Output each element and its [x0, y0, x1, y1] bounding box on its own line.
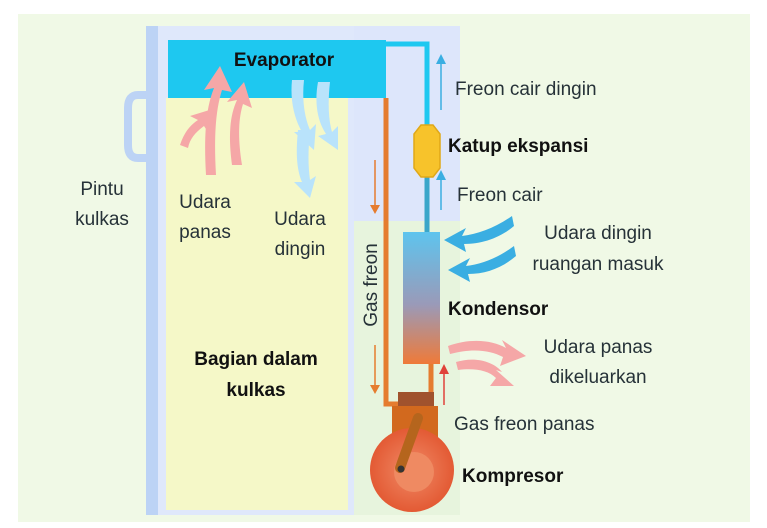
- label-udara-dingin-ruangan-2: ruangan masuk: [533, 254, 664, 275]
- warm-arrow-2: [227, 82, 252, 165]
- warm-arrow-1: [204, 66, 232, 175]
- label-udara-dingin-1: Udara: [274, 209, 326, 230]
- compressor-cap: [398, 392, 434, 406]
- label-gas-freon: Gas freon: [361, 243, 382, 326]
- hot-air-out-arrows: [448, 340, 526, 386]
- gas-flow-arrowhead-bottom: [370, 385, 380, 394]
- fridge-door: [146, 26, 158, 515]
- label-udara-panas-1: Udara: [179, 192, 231, 213]
- label-katup-ekspansi: Katup ekspansi: [448, 136, 588, 157]
- evaporator-box: [168, 40, 386, 98]
- label-udara-panas-keluar-2: dikeluarkan: [549, 367, 646, 388]
- hot-air-out-arrow-1: [448, 340, 526, 366]
- cold-freon-pipe: [386, 41, 430, 128]
- label-udara-dingin-ruangan-1: Udara dingin: [544, 223, 652, 244]
- label-freon-cair: Freon cair: [457, 185, 543, 206]
- expansion-valve: [413, 124, 441, 178]
- compressor-piston-rod: [395, 413, 423, 473]
- condenser: [403, 232, 440, 364]
- label-kulkas-interior: kulkas: [226, 380, 285, 401]
- label-gas-freon-panas: Gas freon panas: [454, 414, 594, 435]
- cool-arrow-1: [291, 80, 316, 150]
- evaporator-label: Evaporator: [234, 50, 335, 71]
- label-kulkas-door: kulkas: [75, 209, 129, 230]
- label-kompresor: Kompresor: [462, 466, 564, 487]
- label-bagian-dalam: Bagian dalam: [194, 349, 318, 370]
- cool-air-arrows: [291, 80, 338, 198]
- flow-arrowhead-hot: [439, 364, 449, 374]
- label-pintu: Pintu: [80, 179, 123, 200]
- cool-arrow-2: [316, 82, 338, 150]
- warm-arrow-3: [180, 108, 216, 148]
- cool-arrow-3: [294, 130, 316, 198]
- gas-flow-arrowhead-top: [370, 205, 380, 214]
- room-air-arrow-1: [444, 216, 514, 252]
- room-air-arrow-2: [448, 246, 516, 282]
- flow-arrowhead-cold: [436, 54, 446, 64]
- fridge-interior: [166, 98, 348, 510]
- label-kondensor: Kondensor: [448, 299, 549, 320]
- room-air-arrows: [444, 216, 516, 282]
- label-udara-dingin-2: dingin: [275, 239, 326, 260]
- hot-air-out-arrow-2: [456, 359, 514, 386]
- label-freon-cair-dingin: Freon cair dingin: [455, 79, 597, 100]
- warm-air-arrows: [180, 66, 252, 175]
- flow-arrowhead-liquid: [436, 170, 446, 180]
- label-udara-panas-keluar-1: Udara panas: [544, 337, 653, 358]
- compressor-pivot: [397, 465, 405, 473]
- label-udara-panas-2: panas: [179, 222, 231, 243]
- door-handle: [124, 91, 146, 162]
